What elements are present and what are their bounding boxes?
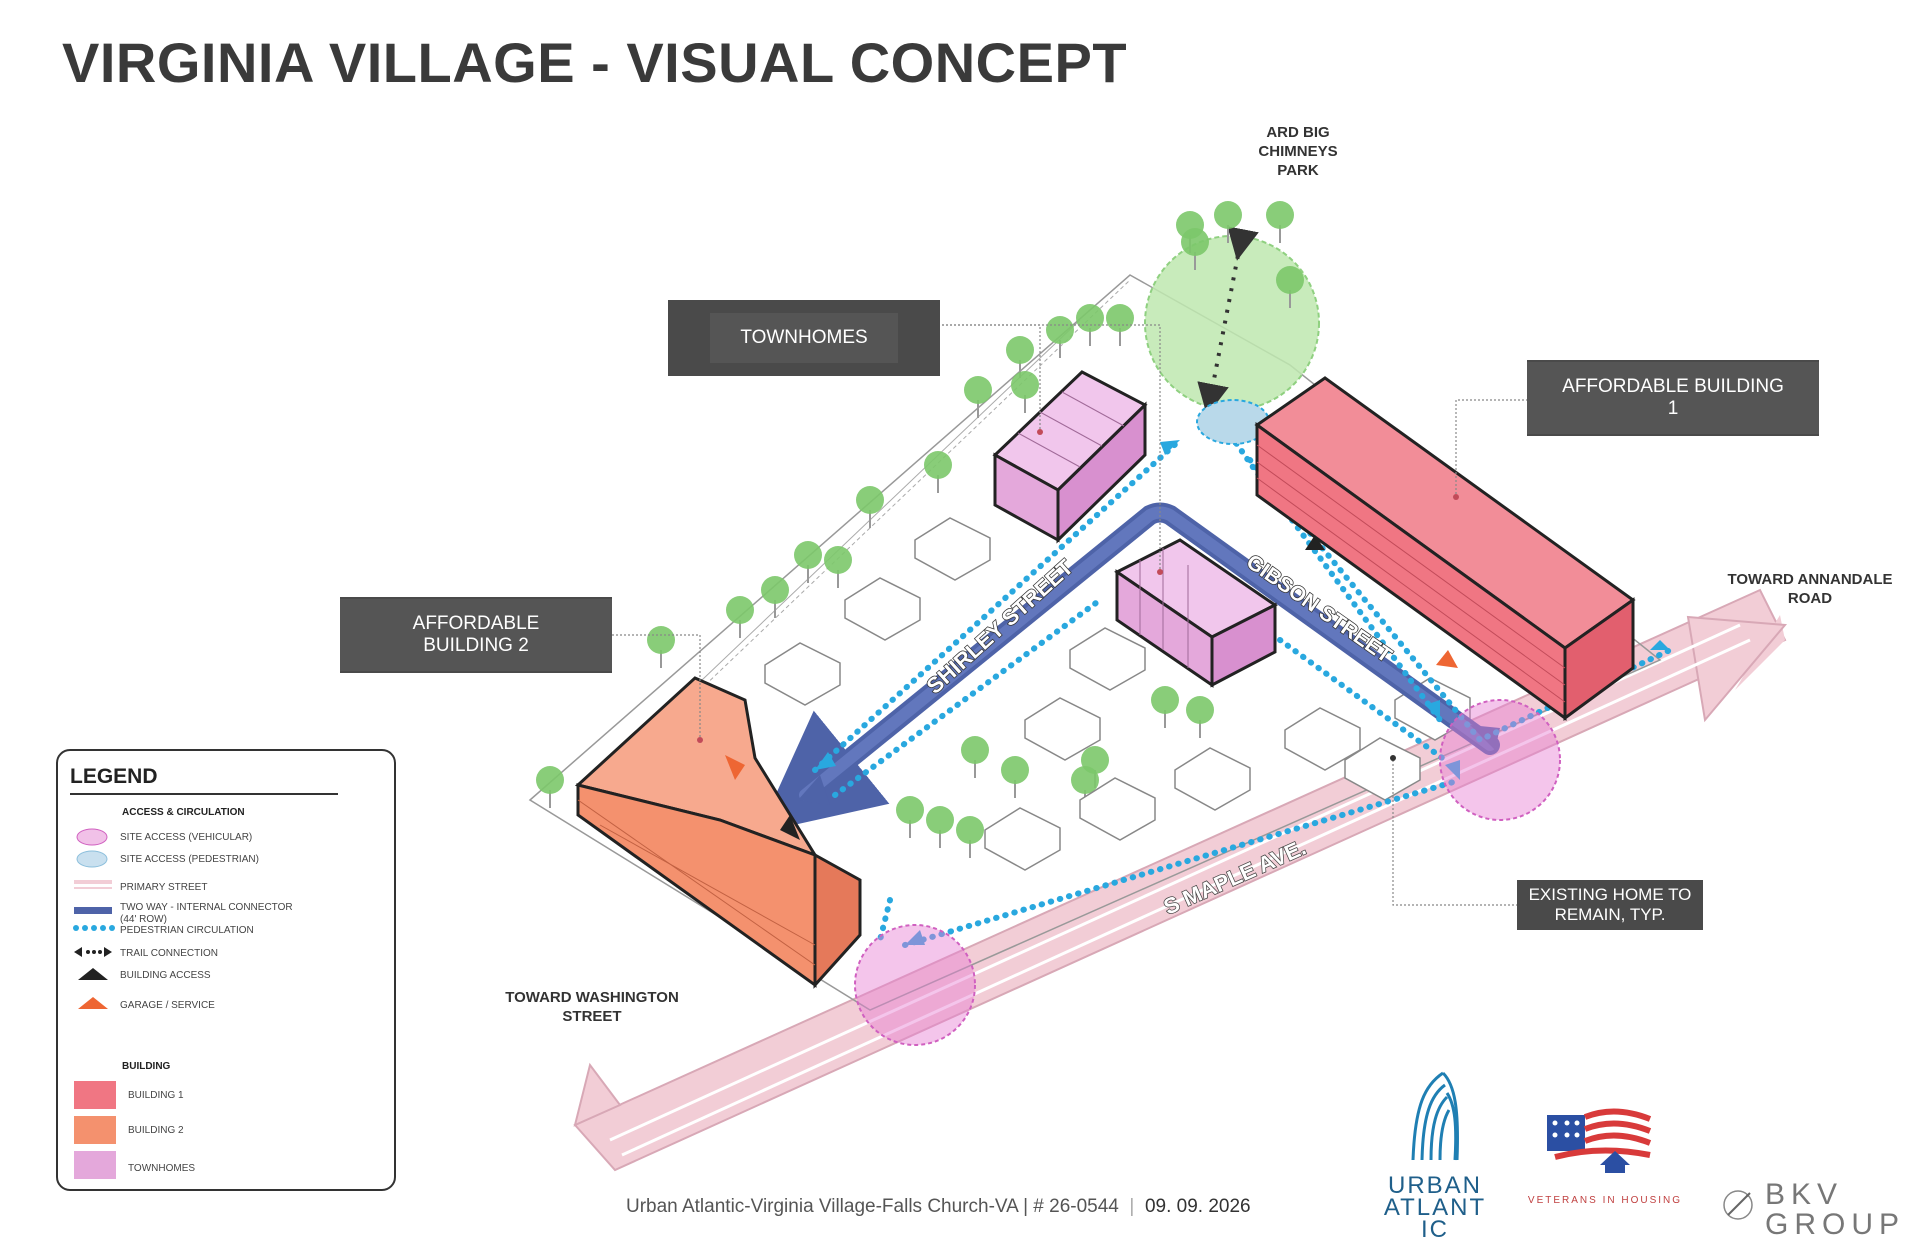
- existing-home-icon: [1174, 747, 1251, 811]
- tree-icon: [924, 451, 952, 493]
- pedestrian-arrows: [815, 440, 1670, 945]
- legend-item-building-1: BUILDING 1: [128, 1090, 184, 1101]
- legend-item-trail-connection: TRAIL CONNECTION: [120, 948, 218, 959]
- park-label: ARD BIG CHIMNEYS PARK: [1258, 124, 1338, 179]
- tree-icon: [824, 546, 852, 588]
- existing-home-icon: [1024, 697, 1101, 761]
- toward-annandale-label: TOWARD ANNANDALE ROAD: [1727, 571, 1893, 607]
- tree-icon: [1151, 686, 1179, 728]
- affordable-building-1-label: AFFORDABLE BUILDING 1: [1527, 360, 1819, 436]
- tree-icon: [1011, 371, 1039, 413]
- footer-date: 09. 09. 2026: [1144, 1196, 1251, 1217]
- legend-item-building-access: BUILDING ACCESS: [120, 970, 211, 981]
- legend-item-townhomes: TOWNHOMES: [128, 1163, 196, 1174]
- footer-separator-2: |: [1124, 1196, 1145, 1217]
- tree-icon: [647, 626, 675, 668]
- tree-icon: [1006, 336, 1034, 378]
- tree-icon: [1266, 201, 1294, 243]
- existing-home-icon: [844, 577, 921, 641]
- tree-icon: [1186, 696, 1214, 738]
- legend-item-pedestrian-circulation: PEDESTRIAN CIRCULATION: [120, 925, 254, 936]
- legend-item-vehicular: SITE ACCESS (VEHICULAR): [120, 832, 253, 843]
- tree-icon: [1276, 266, 1304, 308]
- tree-icon: [856, 486, 884, 528]
- tree-icon: [726, 596, 754, 638]
- leader-lines: [612, 324, 1528, 906]
- townhomes-north: [992, 370, 1148, 544]
- tree-icon: [1181, 228, 1209, 270]
- veterans-logo: VETERANS IN HOUSING: [1527, 1195, 1683, 1206]
- legend-swatch-building-2: [74, 1116, 116, 1144]
- townhomes-south: [1114, 538, 1278, 688]
- affordable-building-1: [1254, 376, 1636, 721]
- existing-home-icon: [764, 642, 841, 706]
- legend-section-building: BUILDING: [122, 1061, 171, 1072]
- footer-number: # 26-0544: [1033, 1196, 1119, 1217]
- urban-atlantic-logo: URBAN ATLANTIC: [1383, 1172, 1487, 1243]
- tree-icon: [956, 816, 984, 858]
- affordable-building-2-label: AFFORDABLE BUILDING 2: [340, 597, 612, 673]
- tree-icon: [896, 796, 924, 838]
- toward-washington-label: TOWARD WASHINGTON STREET: [505, 989, 679, 1025]
- vehicular-site-access-east: [1439, 699, 1561, 821]
- existing-home-icon: [1079, 777, 1156, 841]
- tree-icon: [536, 766, 564, 808]
- existing-home-label: EXISTING HOME TO REMAIN, TYP.: [1517, 880, 1703, 930]
- urban-atlantic-logo-mark: [1411, 1071, 1459, 1161]
- tree-icon: [926, 806, 954, 848]
- legend-swatch-building-1: [74, 1081, 116, 1109]
- page-title: VIRGINIA VILLAGE - VISUAL CONCEPT: [62, 31, 1128, 94]
- legend-item-building-2: BUILDING 2: [128, 1125, 184, 1136]
- footer-project: Urban Atlantic-Virginia Village-Falls Ch…: [626, 1196, 1018, 1217]
- existing-home-icon: [1344, 737, 1421, 801]
- existing-home-icon: [984, 807, 1061, 871]
- affordable-building-2: [574, 676, 862, 989]
- legend-item-internal-connector: TWO WAY - INTERNAL CONNECTOR (44' ROW): [120, 902, 293, 925]
- existing-homes: [764, 517, 1471, 871]
- tree-icon: [1214, 201, 1242, 243]
- tree-icon: [1046, 316, 1074, 358]
- tree-icon: [964, 376, 992, 418]
- tree-icon: [794, 541, 822, 583]
- tree-icon: [1001, 756, 1029, 798]
- existing-home-icon: [914, 517, 991, 581]
- legend: LEGEND ACCESS & CIRCULATION SITE ACCESS …: [56, 749, 396, 1191]
- bkv-logo: BKV GROUP: [1765, 1178, 1906, 1241]
- legend-item-primary-street: PRIMARY STREET: [120, 882, 208, 893]
- legend-divider: [70, 793, 338, 795]
- existing-home-icon: [1069, 627, 1146, 691]
- bkv-compass-icon: [1723, 1190, 1753, 1220]
- legend-item-garage-service: GARAGE / SERVICE: [120, 1000, 215, 1011]
- park-area: [1144, 226, 1320, 416]
- tree-icon: [761, 576, 789, 618]
- legend-item-pedestrian-access: SITE ACCESS (PEDESTRIAN): [120, 854, 259, 865]
- legend-section-access: ACCESS & CIRCULATION: [122, 807, 245, 818]
- tree-icon: [961, 736, 989, 778]
- legend-title: LEGEND: [70, 765, 158, 788]
- shirley-street-label: SHIRLEY STREET: [922, 554, 1079, 699]
- footer: Urban Atlantic-Virginia Village-Falls Ch…: [626, 1196, 1251, 1218]
- townhomes-label: TOWNHOMES: [668, 300, 940, 376]
- legend-swatch-townhomes: [74, 1151, 116, 1179]
- legend-symbols-access: [73, 828, 115, 1009]
- vehicular-site-access-west: [854, 924, 976, 1046]
- footer-separator-1: |: [1023, 1196, 1034, 1217]
- veterans-flag-logo: [1547, 1108, 1652, 1173]
